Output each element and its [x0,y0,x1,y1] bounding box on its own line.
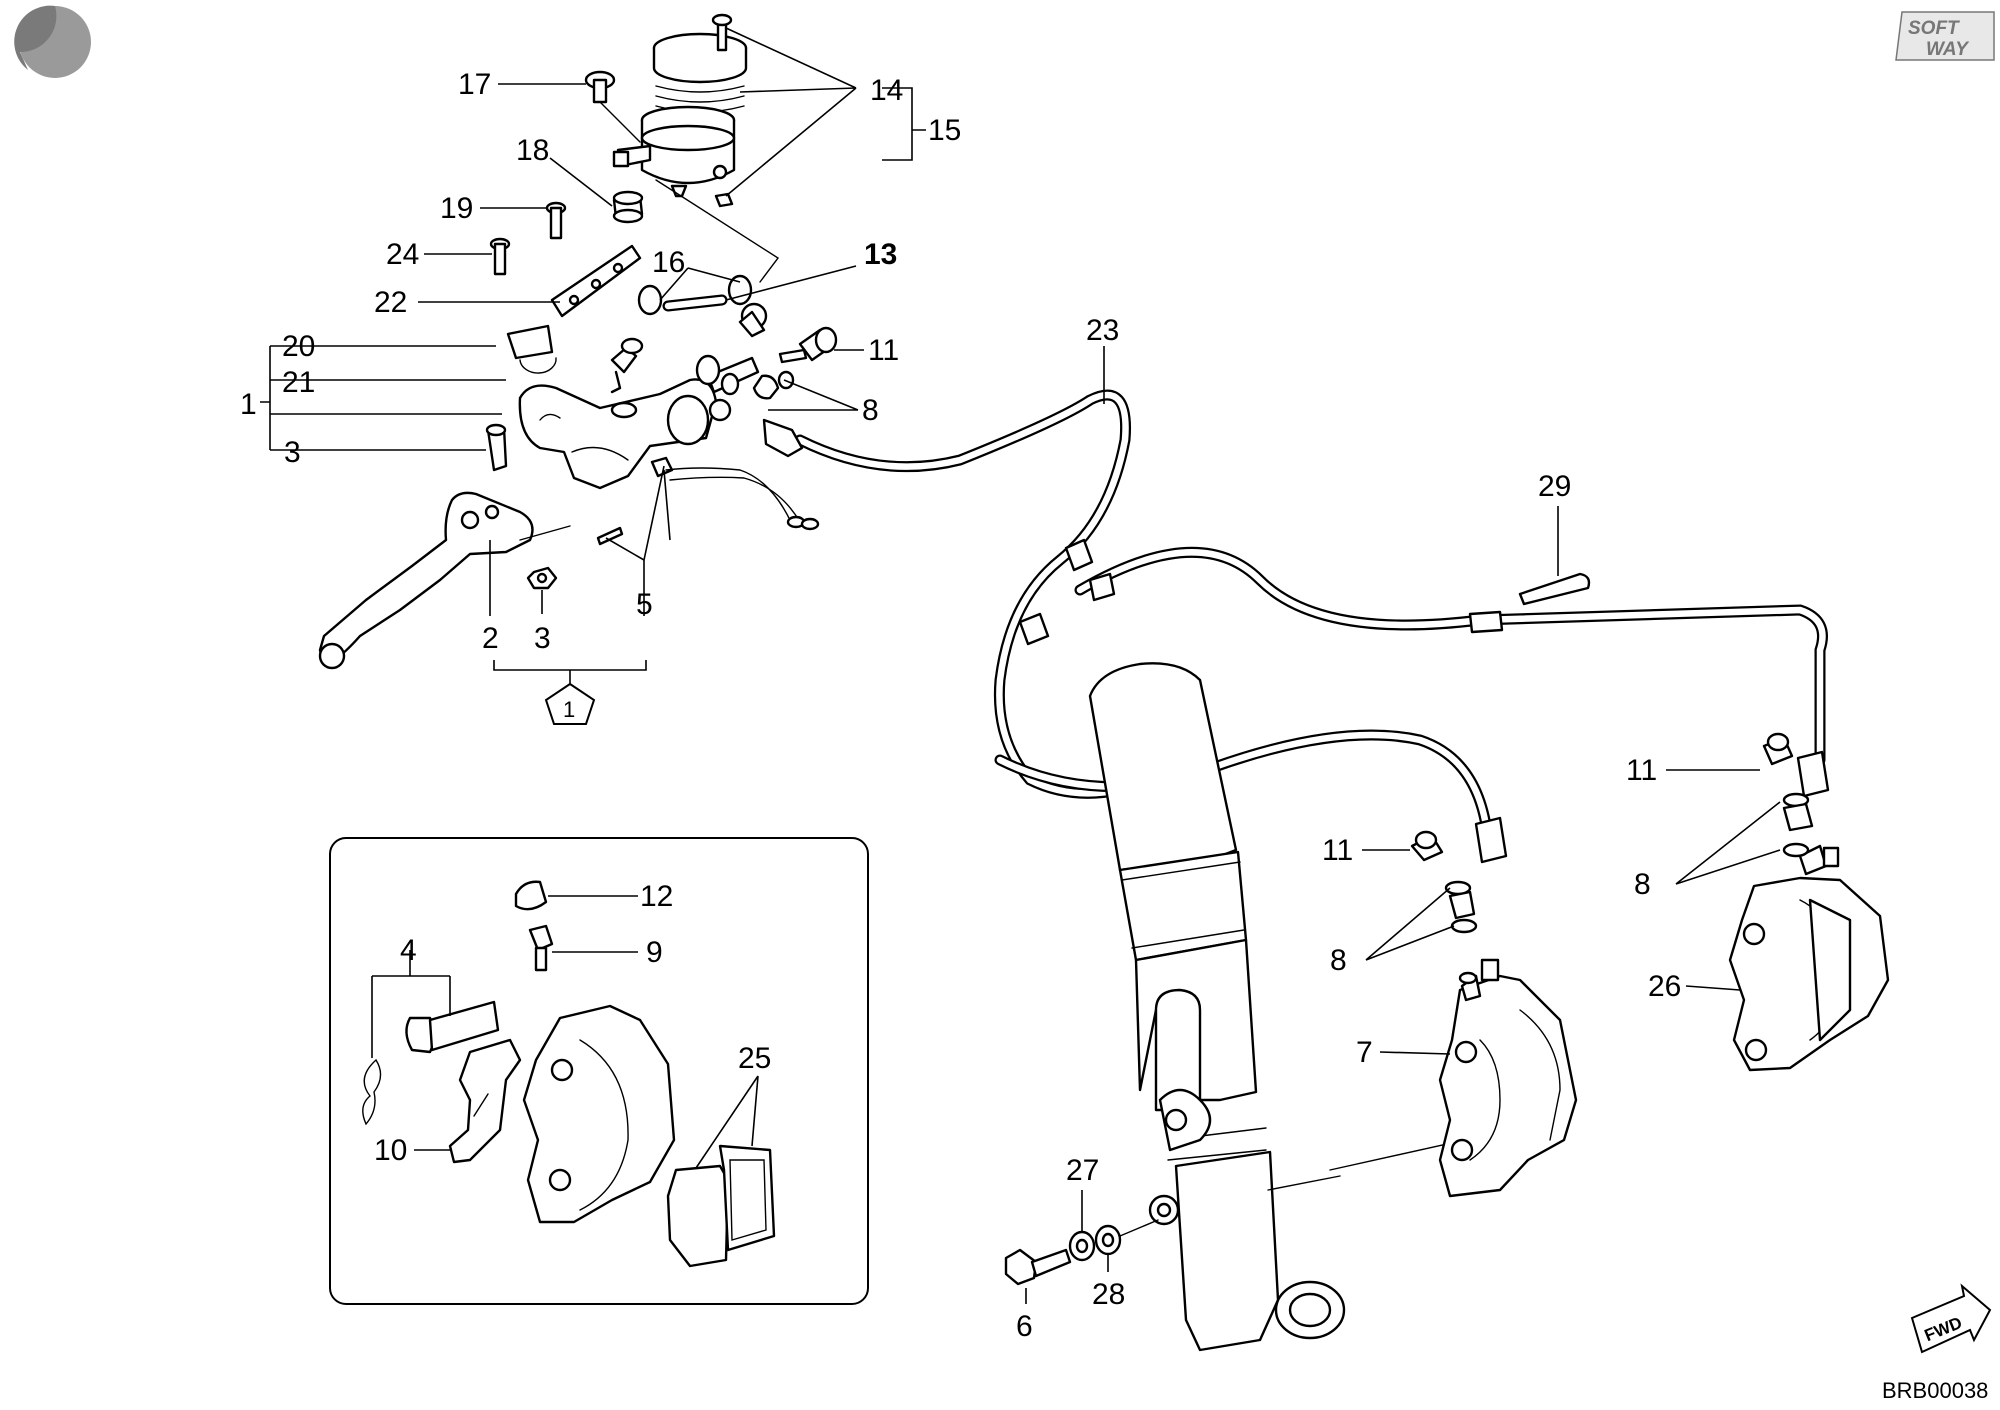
callout-5: 5 [636,588,653,621]
callout-2: 2 [482,622,499,655]
callout-16: 16 [652,246,685,279]
callout-6: 6 [1016,1310,1033,1343]
callout-27: 27 [1066,1154,1099,1187]
callout-18: 18 [516,134,549,167]
callout-1: 1 [240,388,257,421]
callout-labels: 17 14 15 18 19 24 16 13 22 20 11 21 1 8 … [240,68,1681,1343]
logo-line2: WAY [1926,39,1970,60]
callout-13: 13 [864,238,897,271]
callout-19: 19 [440,192,473,225]
fork-leg [1088,662,1511,1352]
callout-10: 10 [374,1134,407,1167]
callout-22: 22 [374,286,407,319]
callout-9: 9 [646,936,663,969]
callout-23: 23 [1086,314,1119,347]
callout-4: 4 [400,934,417,967]
callout-7: 7 [1356,1036,1373,1069]
callout-3-left: 3 [284,436,301,469]
inset-detail-box [329,837,869,1305]
reservoir-assembly [584,13,780,316]
pentagon-badge-icon: 1 [544,682,596,725]
fwd-arrow-icon: FWD [1910,1283,1992,1354]
callout-29: 29 [1538,470,1571,503]
mounting-plate [489,201,642,318]
callout-8-top: 8 [862,394,879,427]
callout-11-mid: 11 [1322,834,1353,867]
master-cylinder [485,324,820,546]
callout-25: 25 [738,1042,771,1075]
softway-logo-icon: SOFT WAY [1895,11,1995,61]
nut [526,566,558,590]
leader-lines [260,27,1781,1304]
reference-code: BRB00038 [1882,1378,1988,1403]
callout-14: 14 [870,74,903,107]
callout-26: 26 [1648,970,1681,1003]
callout-21: 21 [282,366,315,399]
callout-15: 15 [928,114,961,147]
callout-8-right: 8 [1634,868,1651,901]
callout-24: 24 [386,238,419,271]
banjo-fittings [695,302,838,422]
brake-hose-split [994,538,1830,864]
callout-8-mid: 8 [1330,944,1347,977]
kit-badge-label: 1 [563,697,575,722]
callout-28: 28 [1092,1278,1125,1311]
logo-line1: SOFT [1908,18,1960,39]
brake-lever [318,491,571,670]
callout-11-right: 11 [1626,754,1657,787]
callout-11-top: 11 [868,334,899,367]
round-corner-mark-icon [14,5,91,78]
callout-12: 12 [640,880,673,913]
callout-20: 20 [282,330,315,363]
caliper-26 [1728,732,1890,1072]
callout-3-bottom: 3 [534,622,551,655]
callout-17: 17 [458,68,491,101]
caliper-7 [1410,830,1578,1198]
